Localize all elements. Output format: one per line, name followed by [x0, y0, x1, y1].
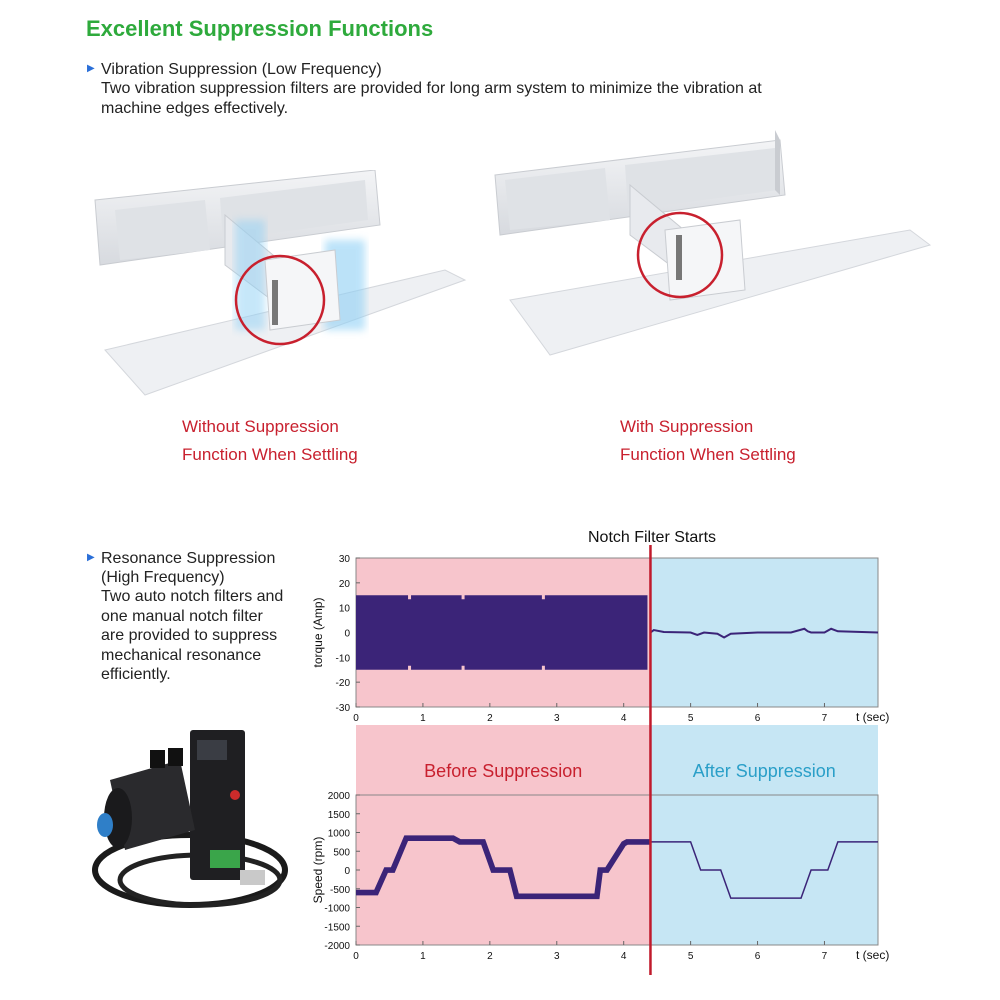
speed-x-tick-label-7: 7	[822, 951, 828, 962]
resonance-section: ▶ Resonance Suppression (High Frequency)…	[87, 549, 284, 685]
speed-y-tick-label-8: -2000	[324, 941, 350, 952]
bullet-triangle-icon: ▶	[87, 552, 95, 563]
resonance-body-line-1: Two auto notch filters and	[101, 588, 284, 605]
torque-x-tick-label-7: 7	[822, 713, 828, 724]
speed-x-tick-label-2: 2	[487, 951, 493, 962]
speed-x-tick-label-1: 1	[420, 951, 426, 962]
machine-without-suppression-illustration	[94, 170, 467, 396]
torque-y-tick-label-0: 30	[339, 554, 351, 565]
torque-dip-bottom-2	[541, 665, 545, 671]
torque-x-tick-label-2: 2	[487, 713, 493, 724]
caption-right-line-1: With Suppression	[620, 417, 754, 436]
torque-x-tick-label-6: 6	[755, 713, 761, 724]
speed-x-tick-label-0: 0	[353, 951, 359, 962]
torque-dip-top-0	[408, 594, 412, 600]
torque-dip-bottom-1	[461, 665, 465, 671]
resonance-title-line-1: Resonance Suppression	[101, 550, 276, 567]
speed-y-tick-label-7: -1500	[324, 922, 350, 933]
torque-dip-top-2	[541, 594, 545, 600]
resonance-body-line-2: one manual notch filter	[101, 607, 263, 625]
speed-y-tick-label-3: 500	[333, 847, 350, 858]
torque-dip-top-1	[461, 594, 465, 600]
torque-dip-bottom-0	[408, 665, 412, 671]
torque-y-tick-label-6: -30	[336, 703, 351, 714]
torque-x-tick-label-1: 1	[420, 713, 426, 724]
vibration-body-line-2: machine edges effectively.	[101, 99, 289, 117]
speed-y-tick-label-5: -500	[330, 885, 350, 896]
resonance-body-line-3: are provided to suppress	[101, 627, 278, 644]
speed-x-tick-label-6: 6	[755, 951, 761, 962]
machine-with-suppression-illustration	[494, 130, 932, 356]
speed-y-tick-label-4: 0	[344, 866, 350, 877]
caption-left-line-2: Function When Settling	[182, 445, 358, 464]
torque-x-tick-label-3: 3	[554, 713, 560, 724]
torque-x-tick-label-5: 5	[688, 713, 694, 724]
torque-dips	[408, 594, 545, 671]
bullet-triangle-icon: ▶	[87, 63, 95, 74]
torque-chart: Notch Filter Starts 30 20 10 0 -10 -20 -30 0 1 2…	[311, 529, 889, 724]
region-labels-band: Before Suppression After Suppression	[356, 725, 878, 795]
speed-before-region	[356, 785, 651, 945]
speed-after-region	[650, 785, 878, 945]
speed-y-axis: 2000 1500 1000 500 0 -500 -1000 -1500 -2000	[324, 791, 360, 952]
torque-y-tick-label-3: 0	[344, 629, 350, 640]
torque-x-label: t (sec)	[856, 710, 889, 724]
torque-y-tick-label-1: 20	[339, 579, 351, 590]
notch-filter-marker	[649, 545, 652, 975]
torque-y-tick-label-5: -20	[336, 678, 351, 689]
torque-x-tick-label-4: 4	[621, 713, 627, 724]
mid-after-region	[650, 725, 878, 795]
torque-before-signal	[356, 595, 648, 670]
speed-y-tick-label-0: 2000	[328, 791, 351, 802]
torque-x-tick-label-0: 0	[353, 713, 359, 724]
vibration-title: Vibration Suppression (Low Frequency)	[101, 61, 382, 78]
speed-y-label: Speed (rpm)	[311, 837, 325, 904]
speed-before-signal	[356, 835, 651, 900]
torque-y-tick-label-4: -10	[336, 653, 351, 664]
speed-x-label: t (sec)	[856, 948, 889, 962]
caption-right-line-2: Function When Settling	[620, 445, 796, 464]
mid-before-region	[356, 725, 651, 795]
speed-x-tick-label-5: 5	[688, 951, 694, 962]
torque-after-signal	[649, 627, 879, 639]
caption-left-line-1: Without Suppression	[182, 417, 339, 436]
speed-y-tick-label-6: -1000	[324, 904, 350, 915]
after-suppression-label: After Suppression	[693, 761, 836, 781]
caption-with-suppression: With Suppression Function When Settling	[620, 413, 796, 469]
servo-motor-drive-product-image	[92, 730, 288, 908]
vibration-section: ▶ Vibration Suppression (Low Frequency) …	[87, 60, 762, 118]
speed-y-tick-label-2: 1000	[328, 829, 351, 840]
speed-after-signal	[650, 841, 878, 899]
torque-y-tick-label-2: 10	[339, 604, 351, 615]
before-suppression-label: Before Suppression	[424, 761, 582, 781]
resonance-body-line-5: efficiently.	[101, 666, 171, 683]
speed-y-tick-label-1: 1500	[328, 810, 351, 821]
resonance-body-line-4: mechanical resonance	[101, 646, 262, 664]
torque-y-label: torque (Amp)	[311, 597, 325, 667]
vibration-body-line-1: Two vibration suppression filters are pr…	[101, 80, 762, 97]
speed-x-tick-label-3: 3	[554, 951, 560, 962]
torque-x-axis: 0 1 2 3 4 5 6 7	[353, 703, 828, 724]
page-title: Excellent Suppression Functions	[86, 16, 434, 41]
caption-without-suppression: Without Suppression Function When Settli…	[182, 413, 358, 469]
speed-x-axis: 0 1 2 3 4 5 6 7	[353, 941, 828, 962]
notch-filter-title: Notch Filter Starts	[588, 529, 716, 546]
speed-chart: 2000 1500 1000 500 0 -500 -1000 -1500 -2000 0 1 2 3…	[311, 785, 889, 962]
speed-x-tick-label-4: 4	[621, 951, 627, 962]
resonance-title-line-2: (High Frequency)	[101, 569, 225, 586]
